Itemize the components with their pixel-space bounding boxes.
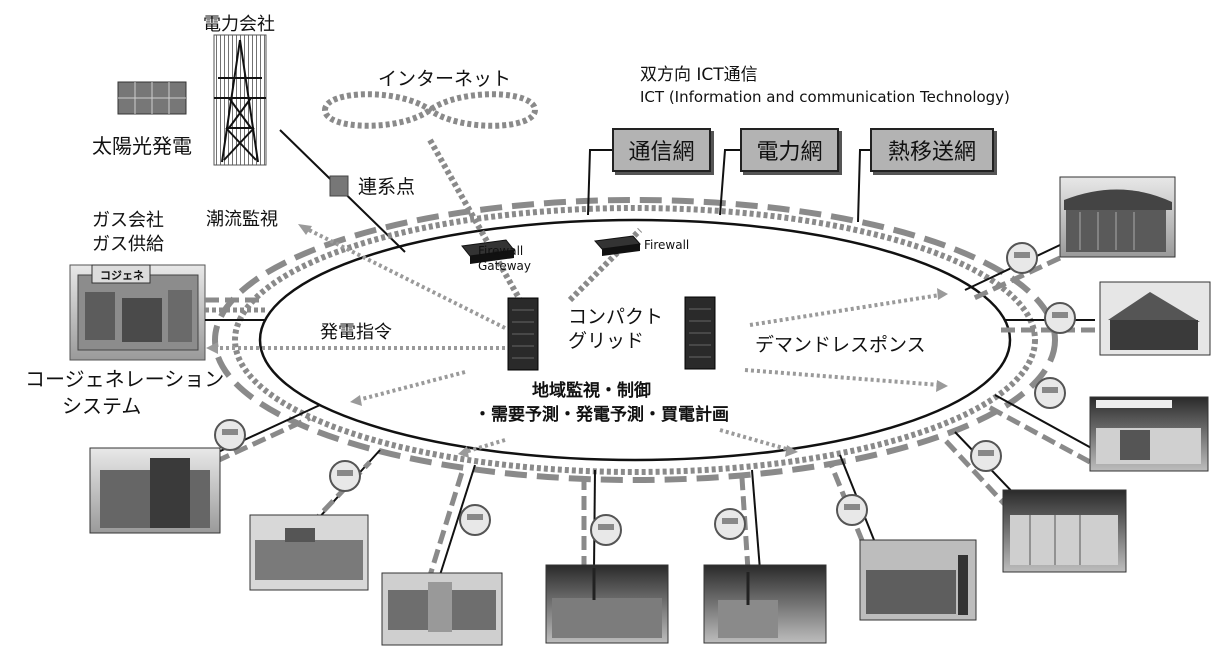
building-2-image <box>249 514 369 591</box>
middle-ring-dotted <box>232 205 1038 475</box>
bidirectional-ict-label: 双方向 ICT通信 <box>640 65 758 85</box>
internet-label: インターネット <box>378 68 512 90</box>
cogeneration-machine-image <box>69 264 206 361</box>
gas-supply-label: ガス供給 <box>92 234 164 255</box>
building-5-image <box>703 564 827 644</box>
firewall-gateway-label-1: Firewall <box>478 244 524 258</box>
power-company-label: 電力会社 <box>203 14 275 35</box>
cogen-system-label-2: システム <box>62 394 142 418</box>
building-4-image <box>545 564 669 644</box>
firewall-gateway-icon <box>461 239 515 264</box>
outer-ring-dashed <box>212 197 1058 483</box>
compact-grid-label-2: グリッド <box>568 330 645 352</box>
internet-loop <box>321 91 539 129</box>
transmission-tower-icon <box>213 34 267 166</box>
demand-response-label: デマンドレスポンス <box>755 334 926 356</box>
gas-company-label: ガス会社 <box>92 210 164 231</box>
firewall-gateway-label-2: Gateway <box>478 259 532 273</box>
firewall-label: Firewall <box>644 238 690 252</box>
power-command-label: 発電指令 <box>320 322 392 343</box>
network-power-box: 電力網 <box>740 128 839 172</box>
firewall-icon <box>594 235 641 256</box>
building-10-image <box>1059 176 1176 258</box>
ict-definition-label: ICT (Information and communication Techn… <box>640 88 1010 106</box>
grid-connection-marker <box>329 175 349 197</box>
server-right-icon <box>684 296 716 370</box>
network-communication-box: 通信網 <box>612 128 711 172</box>
cogen-system-label-1: コージェネレーション <box>25 367 225 391</box>
solar-panel-icon <box>117 81 187 115</box>
grid-connection-label: 連系点 <box>358 176 416 198</box>
building-8-image <box>1089 396 1209 472</box>
server-left-icon <box>507 297 539 371</box>
regional-control-label: 地域監視・制御 <box>532 381 651 401</box>
building-7-image <box>1002 489 1127 573</box>
building-6-image <box>859 539 977 621</box>
main-ring <box>258 218 1012 462</box>
forecast-plan-label: ・需要予測・発電予測・買電計画 <box>474 405 729 425</box>
network-heat-box: 熱移送網 <box>870 128 994 172</box>
compact-grid-label-1: コンパクト <box>568 306 664 328</box>
cogene-plate-label: コジェネ <box>100 269 144 282</box>
solar-label: 太陽光発電 <box>92 134 192 158</box>
flow-monitoring-label: 潮流監視 <box>206 209 278 230</box>
building-9-image <box>1099 281 1211 356</box>
building-3-image <box>381 572 503 646</box>
building-1-image <box>89 447 221 534</box>
